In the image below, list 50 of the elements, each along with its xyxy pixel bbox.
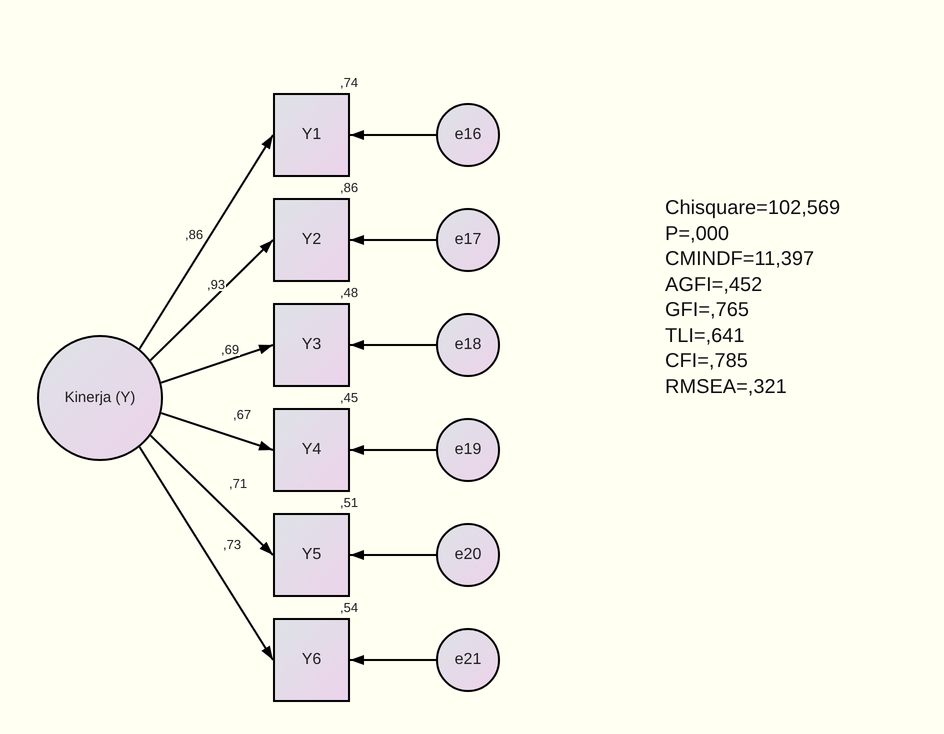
observed-box	[273, 408, 350, 492]
node-label: e16	[454, 125, 482, 145]
arrow	[350, 550, 436, 560]
arrow	[350, 235, 436, 245]
observed-box	[273, 618, 350, 702]
squared-correlation: ,45	[340, 391, 358, 404]
edge-label: ,93	[206, 278, 226, 291]
fit-statistic: CMINDF=11,397	[665, 247, 816, 272]
arrow	[150, 434, 274, 556]
node-label: e19	[454, 440, 482, 460]
squared-correlation: ,48	[340, 286, 358, 299]
edge-label: ,69	[220, 343, 240, 356]
node-label: Y2	[302, 230, 322, 250]
squared-correlation: ,74	[340, 76, 358, 89]
arrow	[350, 445, 436, 455]
edge-label: ,86	[184, 228, 204, 241]
node-label: e20	[454, 545, 482, 565]
node-label: Y6	[302, 650, 322, 670]
fit-statistic: RMSEA=,321	[665, 374, 788, 400]
observed-box	[273, 513, 350, 597]
arrow	[350, 655, 436, 665]
squared-correlation: ,86	[340, 181, 358, 194]
node-label: Kinerja (Y)	[64, 388, 136, 408]
observed-box	[273, 198, 350, 282]
node-label: e21	[454, 650, 482, 670]
fit-statistic: CFI=,785	[665, 349, 749, 374]
node-label: Y5	[302, 545, 322, 565]
fit-statistic: P=,000	[665, 222, 730, 246]
edge-label: ,67	[232, 408, 252, 421]
arrow	[350, 130, 436, 140]
fit-statistic: AGFI=,452	[665, 272, 764, 298]
node-label: Y4	[302, 440, 322, 460]
node-label: e18	[454, 335, 482, 355]
node-label: e17	[454, 230, 482, 250]
fit-statistic: Chisquare=102,569	[665, 196, 840, 221]
squared-correlation: ,54	[340, 601, 358, 614]
observed-box	[273, 93, 350, 177]
fit-statistic: TLI=,641	[665, 324, 746, 348]
arrow	[160, 344, 274, 384]
node-label: Y1	[302, 125, 322, 145]
arrow	[350, 340, 436, 350]
arrow	[138, 446, 274, 661]
squared-correlation: ,51	[340, 496, 358, 509]
edge-label: ,73	[222, 538, 242, 551]
arrow	[138, 134, 274, 350]
node-label: Y3	[302, 335, 322, 355]
arrow	[150, 239, 274, 361]
observed-box	[273, 303, 350, 387]
edge-label: ,71	[228, 477, 248, 490]
fit-statistic: GFI=,765	[665, 298, 750, 323]
